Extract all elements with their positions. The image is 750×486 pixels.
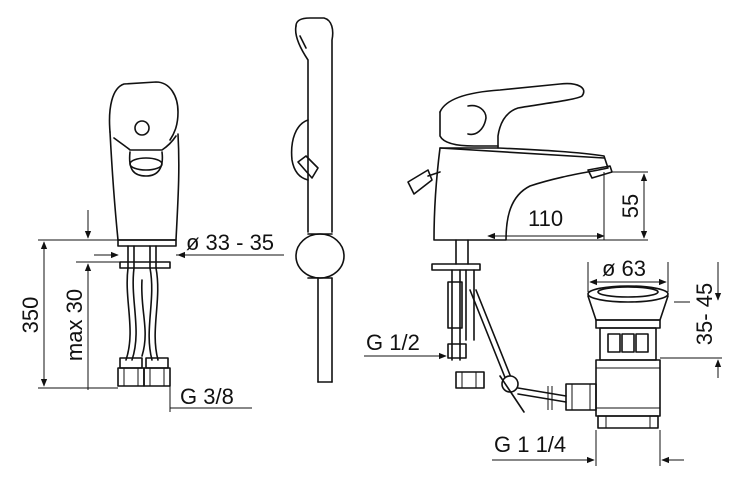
dimension-thread-g38: G 3/8 (169, 380, 252, 412)
dimension-height-350: 350 (18, 239, 118, 389)
label-hole-diameter: ø 33 - 35 (186, 230, 274, 255)
label-waste-diameter: ø 63 (602, 256, 646, 281)
label-thread-g38: G 3/8 (180, 384, 234, 409)
label-spout-55: 55 (618, 194, 643, 218)
label-max-30: max 30 (62, 289, 87, 361)
label-thread-g12: G 1/2 (366, 330, 420, 355)
dimension-spout-55: 55 (504, 171, 648, 241)
label-height-350: 350 (18, 297, 43, 334)
label-reach-110: 110 (528, 206, 563, 231)
dimension-waste-diameter: ø 63 (587, 256, 669, 292)
dimension-thread-g114: G 1 1/4 (492, 430, 684, 466)
label-waste-adjust-top: 35- 45 (692, 283, 717, 345)
dimension-max-30: max 30 (62, 210, 120, 390)
dimension-hole-diameter: ø 33 - 35 (94, 230, 284, 259)
dimension-reach-110: 110 (487, 172, 605, 240)
dimension-waste-adjust: 35- 45 (660, 262, 722, 378)
label-thread-g114: G 1 1/4 (494, 432, 566, 457)
side-view-faucet (407, 82, 613, 413)
dimension-thread-g12: G 1/2 (364, 330, 447, 360)
waste-drain (565, 285, 669, 429)
front-view-faucet (108, 81, 180, 387)
hand-shower (290, 17, 345, 383)
